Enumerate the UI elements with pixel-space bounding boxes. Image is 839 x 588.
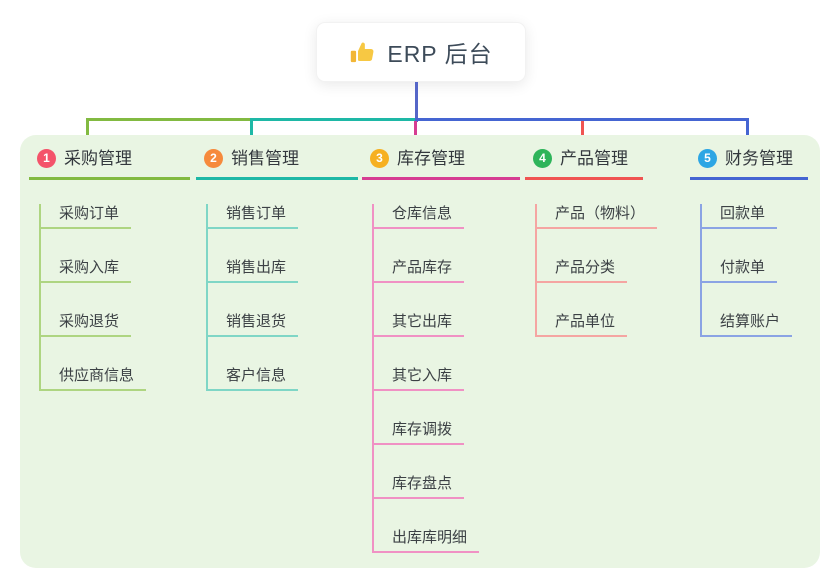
child-node[interactable]: 产品库存 xyxy=(374,258,465,283)
branch-purchase: 1 采购管理 采购订单 采购入库 采购退货 供应商信息 xyxy=(29,147,190,391)
child-node[interactable]: 销售订单 xyxy=(208,204,299,229)
branch-node-inventory[interactable]: 3 库存管理 xyxy=(362,147,520,180)
branch-node-sales[interactable]: 2 销售管理 xyxy=(196,147,358,180)
branch-sales: 2 销售管理 销售订单 销售出库 销售退货 客户信息 xyxy=(196,147,358,391)
child-node[interactable]: 结算账户 xyxy=(702,312,793,337)
thumbs-up-icon xyxy=(349,39,376,66)
branch-inventory: 3 库存管理 仓库信息 产品库存 其它出库 其它入库 库存调拨 库存盘点 出库库… xyxy=(362,147,520,553)
child-node[interactable]: 回款单 xyxy=(702,204,778,229)
child-node[interactable]: 库存盘点 xyxy=(374,474,465,499)
branch-node-product[interactable]: 4 产品管理 xyxy=(525,147,643,180)
child-node[interactable]: 供应商信息 xyxy=(41,366,147,391)
branch-children: 采购订单 采购入库 采购退货 供应商信息 xyxy=(39,204,190,391)
branch-finance: 5 财务管理 回款单 付款单 结算账户 xyxy=(690,147,808,337)
child-node[interactable]: 客户信息 xyxy=(208,366,299,391)
branch-number-badge: 1 xyxy=(37,149,56,168)
branch-children: 回款单 付款单 结算账户 xyxy=(700,204,808,337)
branch-children: 仓库信息 产品库存 其它出库 其它入库 库存调拨 库存盘点 出库库明细 xyxy=(372,204,520,553)
connector-drop-product xyxy=(581,121,584,145)
child-node[interactable]: 库存调拨 xyxy=(374,420,465,445)
root-node[interactable]: ERP 后台 xyxy=(316,22,526,82)
connector-root-vertical xyxy=(415,82,418,122)
connector-bus-left xyxy=(86,118,253,121)
child-node[interactable]: 销售出库 xyxy=(208,258,299,283)
branch-children: 销售订单 销售出库 销售退货 客户信息 xyxy=(206,204,358,391)
branch-number-badge: 5 xyxy=(698,149,717,168)
branch-label: 财务管理 xyxy=(725,149,793,168)
connector-bus-mid xyxy=(250,118,417,121)
branch-number-badge: 4 xyxy=(533,149,552,168)
root-node-label: ERP 后台 xyxy=(387,41,493,67)
child-node[interactable]: 销售退货 xyxy=(208,312,299,337)
child-node[interactable]: 采购退货 xyxy=(41,312,132,337)
connector-drop-inventory xyxy=(414,121,417,145)
branch-label: 库存管理 xyxy=(397,149,465,168)
branch-node-finance[interactable]: 5 财务管理 xyxy=(690,147,808,180)
connector-drop-finance xyxy=(746,118,749,147)
child-node[interactable]: 其它入库 xyxy=(374,366,465,391)
connector-drop-sales xyxy=(250,118,253,147)
child-node[interactable]: 其它出库 xyxy=(374,312,465,337)
branch-label: 采购管理 xyxy=(64,149,132,168)
branch-node-purchase[interactable]: 1 采购管理 xyxy=(29,147,190,180)
branch-number-badge: 2 xyxy=(204,149,223,168)
child-node[interactable]: 付款单 xyxy=(702,258,778,283)
child-node[interactable]: 仓库信息 xyxy=(374,204,465,229)
child-node[interactable]: 采购入库 xyxy=(41,258,132,283)
branch-number-badge: 3 xyxy=(370,149,389,168)
branches-panel xyxy=(20,135,820,568)
connector-drop-purchase xyxy=(86,118,89,147)
child-node[interactable]: 产品分类 xyxy=(537,258,628,283)
branch-label: 产品管理 xyxy=(560,149,628,168)
connector-bus-right xyxy=(415,118,749,121)
child-node[interactable]: 产品单位 xyxy=(537,312,628,337)
branch-label: 销售管理 xyxy=(231,149,299,168)
child-node[interactable]: 出库库明细 xyxy=(374,528,480,553)
child-node[interactable]: 产品（物料） xyxy=(537,204,658,229)
branch-product: 4 产品管理 产品（物料） 产品分类 产品单位 xyxy=(525,147,658,337)
branch-children: 产品（物料） 产品分类 产品单位 xyxy=(535,204,658,337)
child-node[interactable]: 采购订单 xyxy=(41,204,132,229)
